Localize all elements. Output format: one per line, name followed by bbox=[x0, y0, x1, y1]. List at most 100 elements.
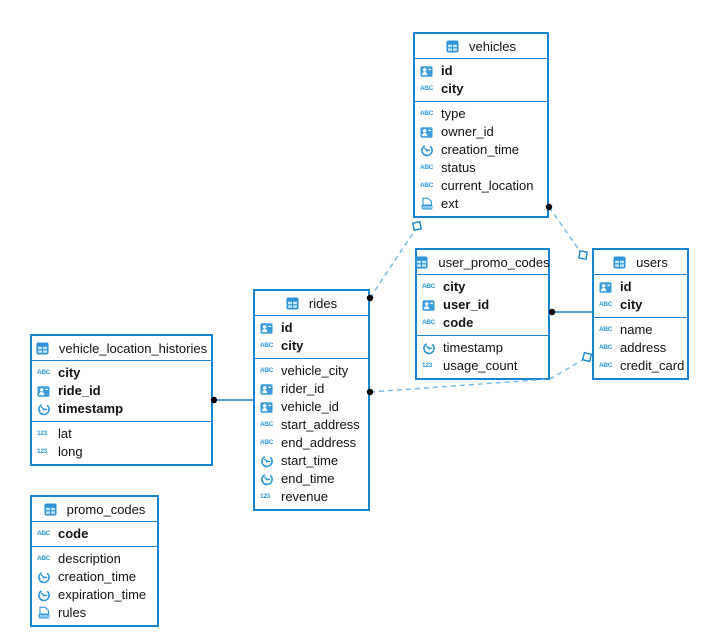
number-type-icon: 123 bbox=[37, 429, 47, 437]
relation-vehicles-users bbox=[545, 203, 588, 260]
field-label: end_time bbox=[281, 471, 335, 486]
text-type-icon: ABC bbox=[420, 84, 434, 92]
field-label: id bbox=[620, 279, 632, 294]
table-name: vehicles bbox=[469, 38, 516, 54]
field-label: revenue bbox=[281, 489, 328, 504]
field-label: vehicle_id bbox=[281, 399, 339, 414]
field-end_time[interactable]: end_time bbox=[255, 470, 368, 488]
field-vehicle_id[interactable]: vehicle_id bbox=[255, 398, 368, 416]
field-label: id bbox=[441, 63, 453, 78]
field-label: code bbox=[58, 526, 89, 541]
field-start_time[interactable]: start_time bbox=[255, 452, 368, 470]
text-type-icon: ABC bbox=[37, 368, 51, 376]
field-code[interactable]: ABC code bbox=[32, 525, 157, 543]
id-badge-icon bbox=[260, 322, 273, 334]
field-label: current_location bbox=[441, 178, 534, 193]
field-current_location[interactable]: ABC current_location bbox=[415, 177, 547, 195]
id-badge-icon bbox=[420, 126, 433, 138]
field-id[interactable]: id bbox=[415, 62, 547, 80]
table-header[interactable]: user_promo_codes bbox=[415, 250, 550, 275]
relation-endpoint-diamond bbox=[578, 250, 588, 260]
field-creation_time[interactable]: creation_time bbox=[415, 141, 547, 159]
table-header[interactable]: vehicles bbox=[415, 34, 547, 59]
field-label: id bbox=[281, 320, 293, 335]
field-timestamp[interactable]: timestamp bbox=[417, 339, 548, 357]
table-name: promo_codes bbox=[66, 501, 146, 517]
text-type-icon: ABC bbox=[37, 529, 51, 537]
field-id[interactable]: id bbox=[255, 319, 368, 337]
field-label: long bbox=[58, 444, 83, 459]
relation-vehicle_location_histories-rides bbox=[210, 396, 253, 404]
id-badge-icon bbox=[37, 385, 50, 397]
text-type-icon: ABC bbox=[420, 181, 434, 189]
field-rider_id[interactable]: rider_id bbox=[255, 380, 368, 398]
id-badge-icon bbox=[420, 65, 433, 77]
field-label: vehicle_city bbox=[281, 363, 349, 378]
field-label: timestamp bbox=[443, 340, 503, 355]
table-header[interactable]: promo_codes bbox=[32, 497, 157, 522]
field-label: city bbox=[281, 338, 304, 353]
timestamp-icon bbox=[261, 455, 273, 468]
table-name: user_promo_codes bbox=[438, 254, 550, 270]
field-user_id[interactable]: user_id bbox=[417, 296, 548, 314]
field-label: credit_card bbox=[620, 358, 685, 373]
table-name: users bbox=[636, 254, 668, 270]
table-header[interactable]: users bbox=[594, 250, 687, 275]
table-name: rides bbox=[308, 295, 338, 311]
field-label: ride_id bbox=[58, 383, 101, 398]
field-label: address bbox=[620, 340, 667, 355]
field-owner_id[interactable]: owner_id bbox=[415, 123, 547, 141]
table-icon bbox=[44, 502, 57, 516]
field-label: lat bbox=[58, 426, 72, 441]
field-creation_time[interactable]: creation_time bbox=[32, 568, 157, 586]
text-type-icon: ABC bbox=[599, 325, 613, 333]
table-header[interactable]: rides bbox=[255, 291, 368, 316]
field-id[interactable]: id bbox=[594, 278, 687, 296]
field-address[interactable]: ABC address bbox=[594, 339, 687, 357]
text-type-icon: ABC bbox=[260, 341, 274, 349]
field-label: rules bbox=[58, 605, 87, 620]
table-icon bbox=[446, 39, 459, 53]
field-city[interactable]: ABC city bbox=[255, 337, 368, 355]
timestamp-icon bbox=[423, 342, 435, 355]
id-badge-icon bbox=[422, 299, 435, 311]
field-ride_id[interactable]: ride_id bbox=[32, 382, 211, 400]
text-type-icon: ABC bbox=[422, 282, 436, 290]
field-lat[interactable]: 123 lat bbox=[32, 425, 211, 443]
text-type-icon: ABC bbox=[599, 343, 613, 351]
field-expiration_time[interactable]: expiration_time bbox=[32, 586, 157, 604]
table-header[interactable]: vehicle_location_histories bbox=[32, 336, 211, 361]
timestamp-icon bbox=[38, 571, 50, 584]
field-label: start_time bbox=[281, 453, 339, 468]
field-timestamp[interactable]: timestamp bbox=[32, 400, 211, 418]
